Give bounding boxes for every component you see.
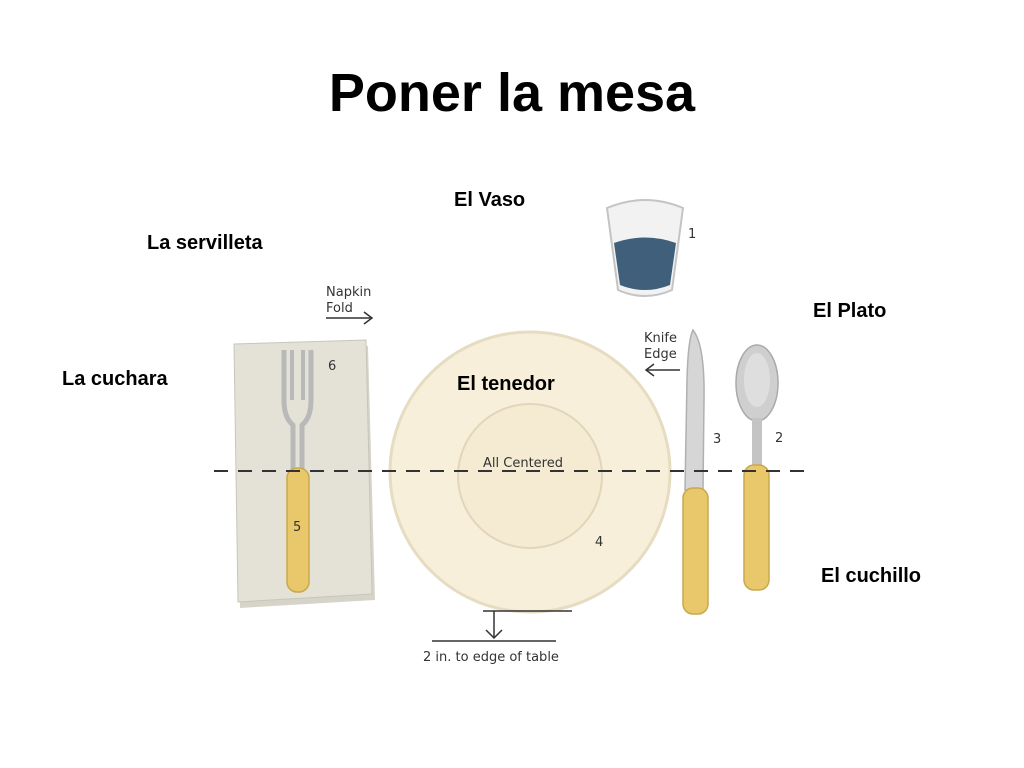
napkin-fold-text-1: Napkin — [326, 285, 371, 300]
edge-distance-marker — [432, 611, 572, 641]
number-napkin: 6 — [328, 359, 336, 374]
knife-edge-text-2: Edge — [644, 347, 677, 362]
knife-edge-arrow — [646, 364, 680, 376]
label-servilleta: La servilleta — [147, 232, 263, 255]
label-plato: El Plato — [813, 300, 886, 323]
label-cuchara: La cuchara — [62, 368, 168, 391]
number-plate: 4 — [595, 535, 603, 550]
napkin-fold-text-2: Fold — [326, 301, 353, 316]
spoon — [736, 345, 778, 590]
label-cuchillo: El cuchillo — [821, 565, 921, 588]
edge-note-text: 2 in. to edge of table — [423, 650, 559, 665]
number-glass: 1 — [688, 227, 696, 242]
number-knife: 3 — [713, 432, 721, 447]
label-tenedor: El tenedor — [457, 373, 555, 396]
number-fork: 5 — [293, 520, 301, 535]
label-vaso: El Vaso — [454, 189, 525, 212]
knife-edge-text-1: Knife — [644, 331, 677, 346]
all-centered-text: All Centered — [483, 456, 563, 471]
number-spoon: 2 — [775, 431, 783, 446]
water-glass — [607, 200, 683, 296]
